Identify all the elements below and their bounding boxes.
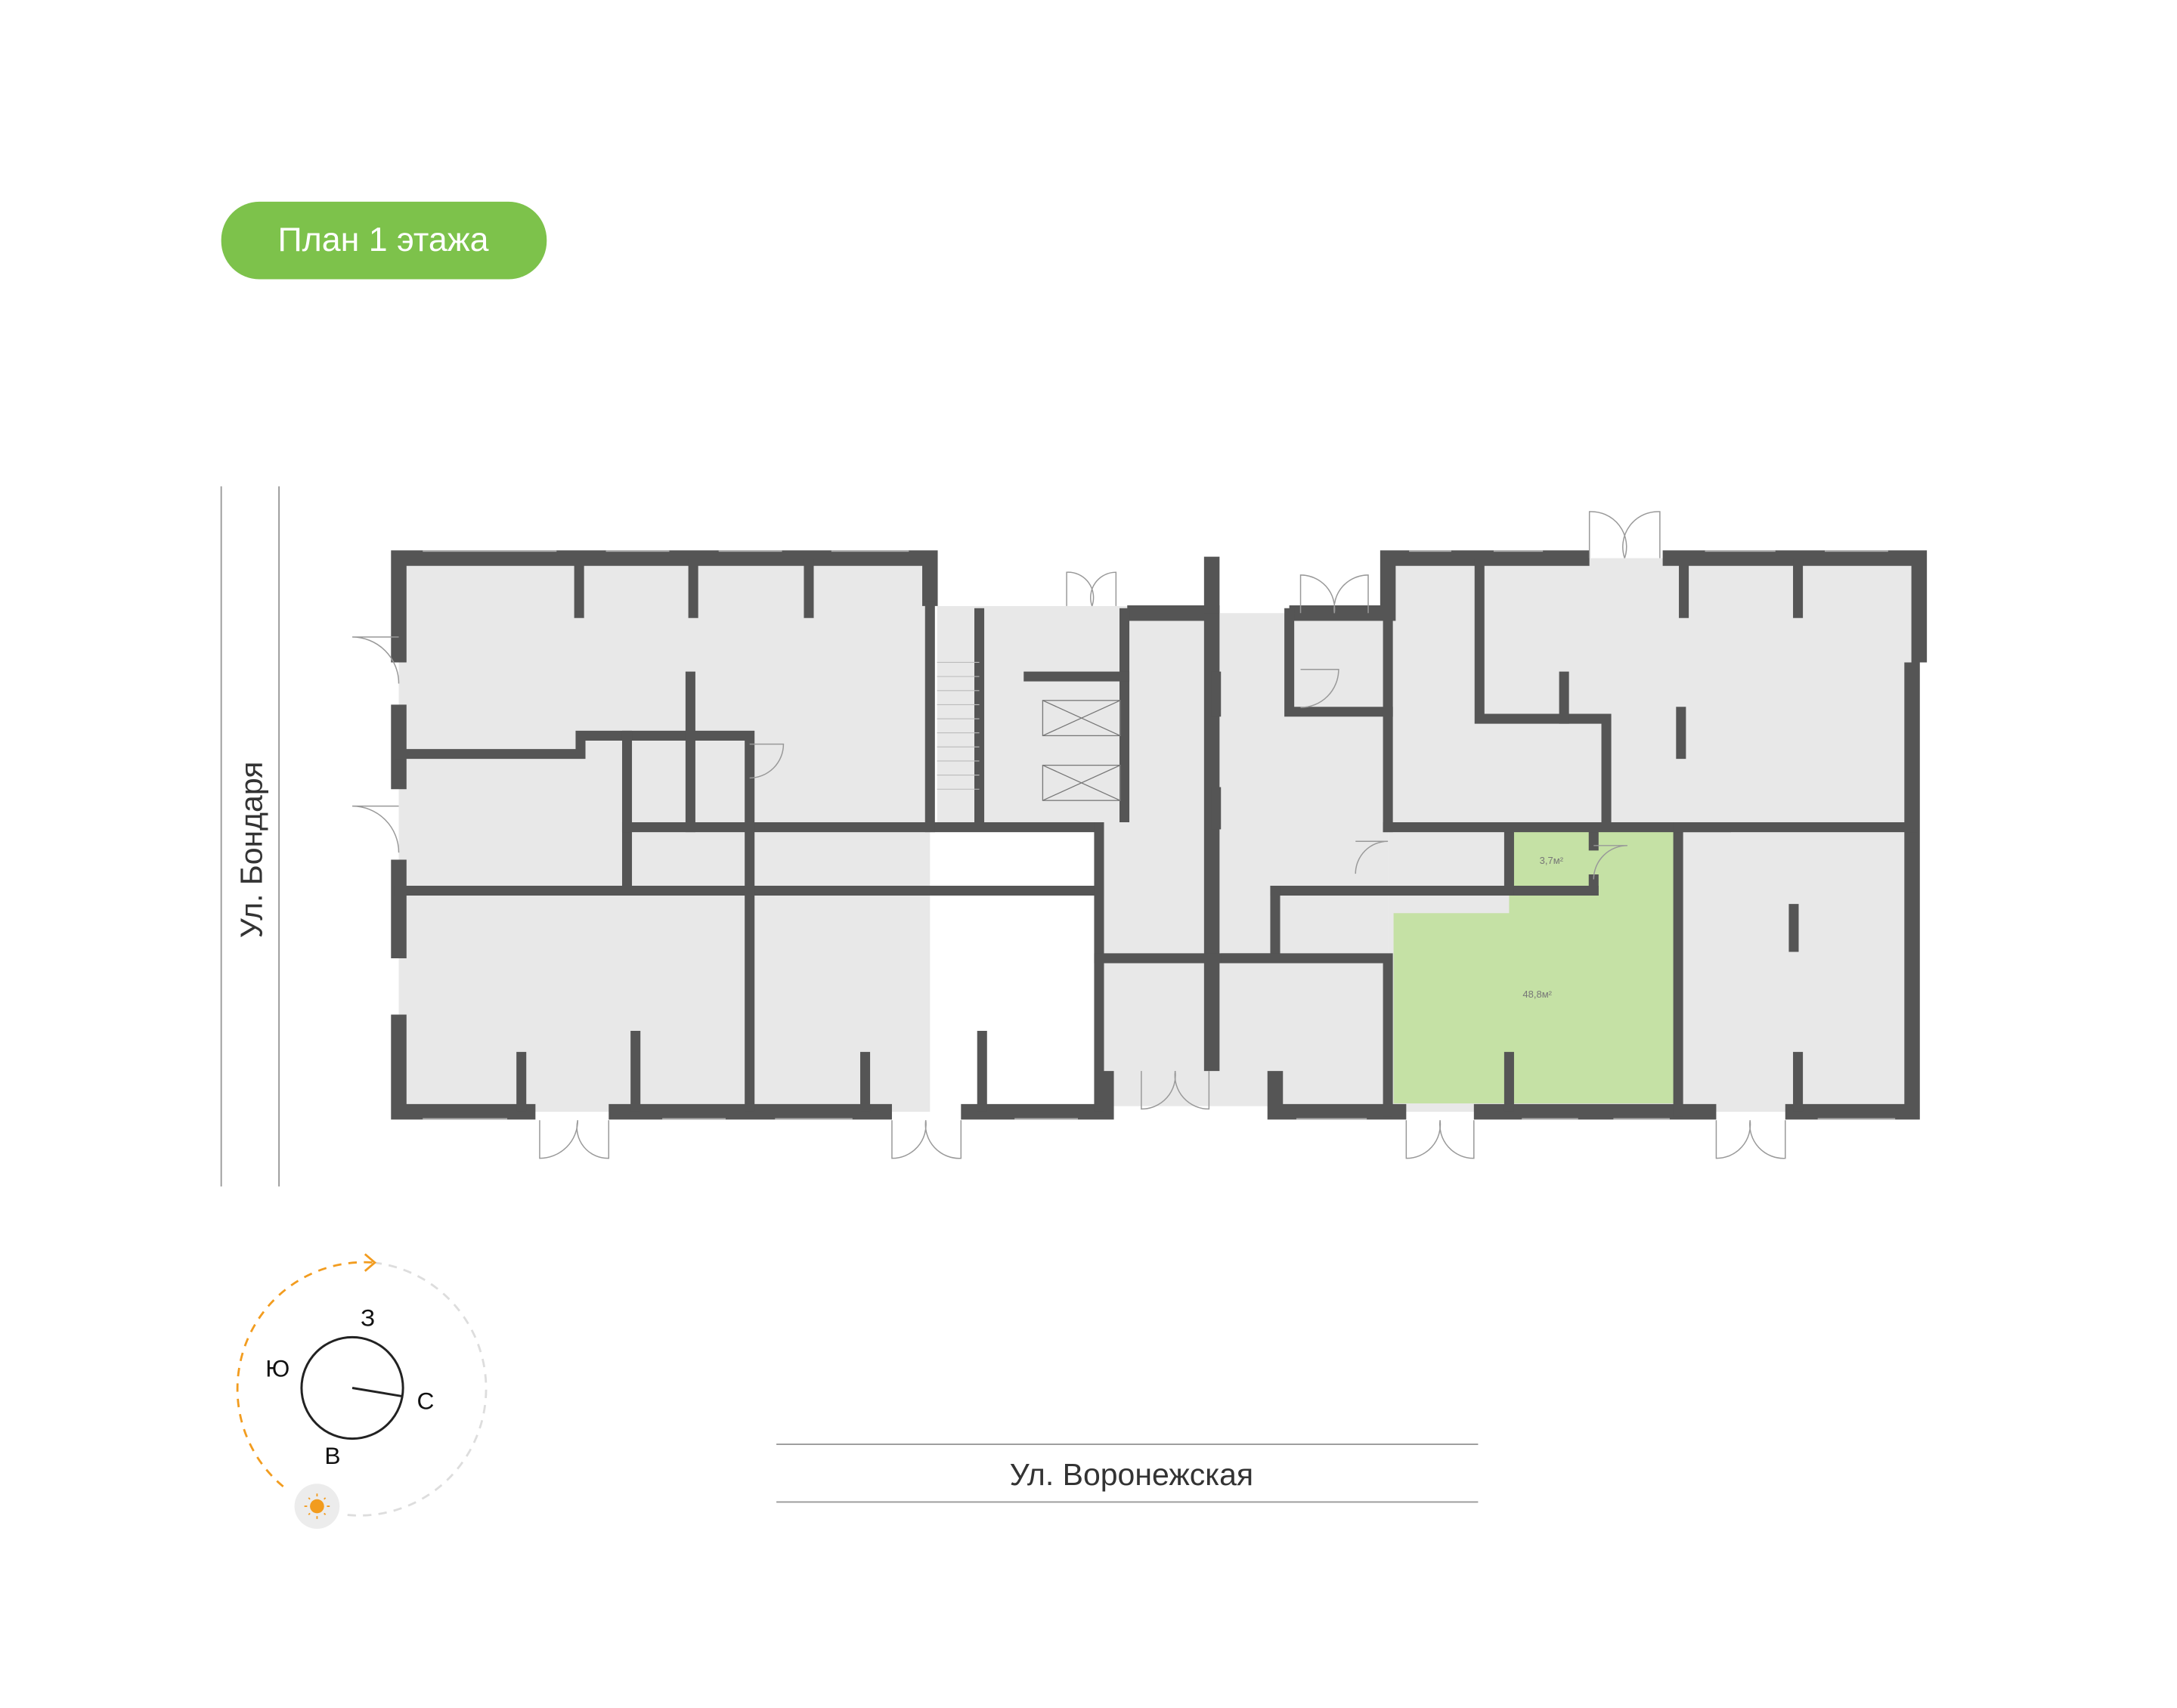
compass-east: В (324, 1442, 340, 1469)
compass-west: З (361, 1304, 375, 1331)
street-bottom-label: Ул. Воронежская (1010, 1457, 1254, 1492)
building-plan: 3,7м² 48,8м² (352, 511, 1928, 1159)
elevators (1042, 700, 1121, 801)
sun-icon (294, 1484, 340, 1529)
sun-path-night (345, 1261, 488, 1517)
arrow-icon (364, 1253, 376, 1272)
floor-title-badge: План 1 этажа (221, 201, 547, 280)
street-left-label: Ул. Бондаря (234, 762, 269, 939)
room-area-label: 48,8м² (1522, 989, 1552, 1000)
room-3-7[interactable] (1509, 831, 1594, 891)
street-bottom: Ул. Воронежская (776, 1443, 1479, 1503)
room-area-label: 3,7м² (1540, 855, 1564, 866)
windows (423, 550, 1896, 1120)
room-48-8[interactable] (1393, 831, 1679, 1103)
floor-title: План 1 этажа (278, 221, 489, 258)
sun-path-day (236, 1261, 374, 1488)
compass-south: Ю (265, 1355, 290, 1382)
compass: З Ю С В (236, 1253, 488, 1529)
left-block-rooms (398, 558, 931, 1112)
street-left: Ул. Бондаря (220, 486, 280, 1187)
north-needle (351, 1387, 404, 1398)
compass-north: С (417, 1387, 435, 1414)
doors (352, 511, 1786, 1159)
selected-unit[interactable]: 3,7м² 48,8м² (1393, 826, 1679, 1103)
staircase (937, 661, 980, 790)
